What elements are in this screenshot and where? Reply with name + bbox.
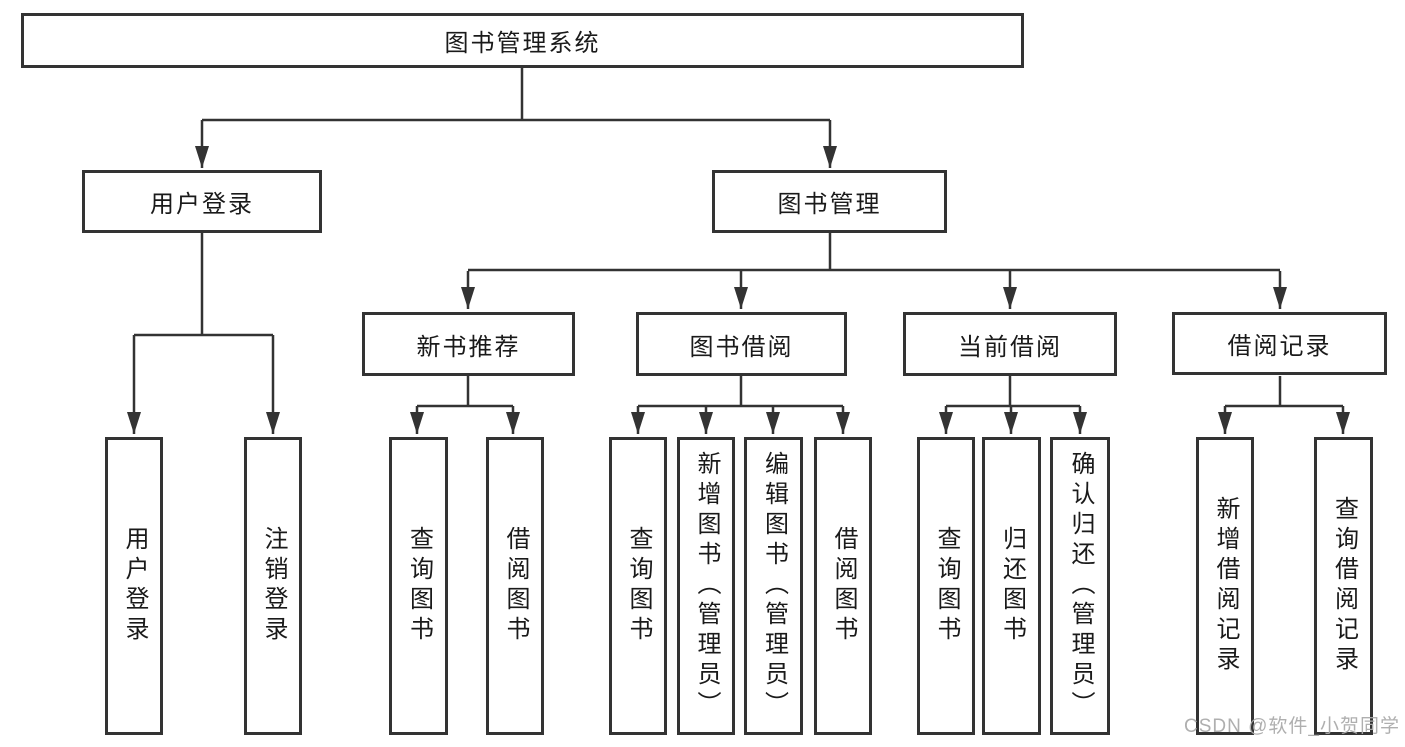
edge-user-stem: [134, 233, 273, 337]
edge-group2-stem: [638, 376, 843, 408]
leaf-logout-login: 注销登录: [244, 437, 302, 735]
leaf-borrow-books-1-label: 借阅图书: [502, 526, 529, 646]
leaf-edit-book-admin-label: 编辑图书（管理员）: [760, 451, 788, 721]
leaf-add-book-admin: 新增图书（管理员）: [677, 437, 735, 735]
leaf-user-login-label: 用户登录: [121, 526, 148, 646]
leaf-query-books-1: 查询图书: [389, 437, 448, 735]
node-book-management-label: 图书管理: [777, 191, 882, 218]
node-new-book-recommend-label: 新书推荐: [416, 333, 521, 361]
node-current-borrow: 当前借阅: [903, 312, 1117, 376]
edge-group3-stem: [946, 376, 1080, 408]
leaf-logout-login-label: 注销登录: [260, 526, 287, 646]
leaf-borrow-books-1: 借阅图书: [486, 437, 544, 735]
node-user-login: 用户登录: [82, 170, 322, 233]
edge-group1-stem: [417, 376, 513, 408]
node-root: 图书管理系统: [21, 13, 1024, 68]
leaf-query-books-1-label: 查询图书: [405, 526, 433, 646]
node-book-management: 图书管理: [712, 170, 947, 233]
leaf-return-book-label: 归还图书: [998, 526, 1026, 646]
leaf-add-book-admin-label: 新增图书（管理员）: [693, 451, 720, 721]
node-book-borrow-label: 图书借阅: [689, 333, 794, 361]
node-user-login-label: 用户登录: [150, 191, 254, 218]
leaf-query-books-2: 查询图书: [609, 437, 667, 735]
leaf-borrow-books-2: 借阅图书: [814, 437, 872, 735]
watermark: CSDN @软件_小贺同学: [1184, 716, 1400, 737]
node-new-book-recommend: 新书推荐: [362, 312, 575, 376]
leaf-query-books-2-label: 查询图书: [625, 526, 652, 646]
node-book-borrow: 图书借阅: [636, 312, 847, 376]
leaf-confirm-return-admin: 确认归还（管理员）: [1050, 437, 1110, 735]
leaf-query-borrow-record: 查询借阅记录: [1314, 437, 1373, 735]
edge-root-stem: [202, 68, 830, 122]
leaf-return-book: 归还图书: [982, 437, 1041, 735]
leaf-edit-book-admin: 编辑图书（管理员）: [744, 437, 803, 735]
node-root-label: 图书管理系统: [444, 30, 601, 57]
leaf-query-books-3: 查询图书: [917, 437, 975, 735]
leaf-add-borrow-record-label: 新增借阅记录: [1212, 496, 1239, 676]
edge-arrows: [127, 120, 1350, 434]
leaf-confirm-return-admin-label: 确认归还（管理员）: [1067, 451, 1094, 721]
leaf-add-borrow-record: 新增借阅记录: [1196, 437, 1254, 735]
node-borrow-records: 借阅记录: [1172, 312, 1387, 375]
node-borrow-records-label: 借阅记录: [1227, 333, 1332, 360]
edge-group4-stem: [1225, 376, 1343, 408]
edge-lines: [134, 68, 1343, 408]
node-current-borrow-label: 当前借阅: [958, 333, 1062, 361]
edge-book-stem: [468, 233, 1280, 272]
leaf-user-login: 用户登录: [105, 437, 163, 735]
leaf-query-borrow-record-label: 查询借阅记录: [1330, 496, 1358, 676]
leaf-borrow-books-2-label: 借阅图书: [830, 526, 857, 646]
leaf-query-books-3-label: 查询图书: [933, 526, 960, 646]
